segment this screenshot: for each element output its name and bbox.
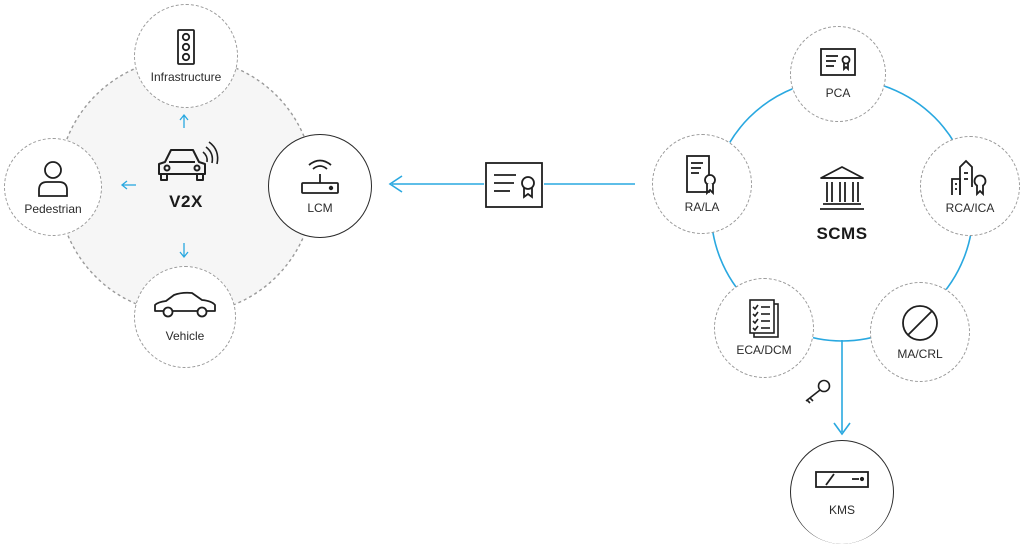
eca-dcm-label: ECA/DCM [736, 343, 792, 357]
node-ra-la[interactable]: RA/LA [652, 134, 752, 234]
traffic-light-icon [174, 28, 198, 66]
ra-la-label: RA/LA [684, 200, 720, 214]
lcm-label: LCM [307, 201, 333, 215]
node-pca[interactable]: PCA [790, 26, 886, 122]
hsm-icon [814, 469, 870, 491]
arrow-down-vehicle [179, 243, 189, 259]
node-kms[interactable]: KMS [790, 440, 894, 544]
key-icon [802, 378, 834, 404]
v2x-center: V2X [146, 138, 226, 228]
person-icon [35, 158, 71, 198]
rca-ica-label: RCA/ICA [945, 201, 995, 215]
node-infrastructure[interactable]: Infrastructure [134, 4, 238, 108]
pedestrian-label: Pedestrian [24, 202, 82, 216]
kms-label: KMS [828, 502, 855, 517]
arrowhead-lcm [388, 175, 403, 193]
scms-center: SCMS [802, 164, 882, 254]
router-icon [298, 157, 342, 197]
no-entry-icon [900, 303, 940, 343]
certificate-icon [820, 48, 856, 76]
car-side-icon [152, 291, 218, 319]
node-rca-ica[interactable]: RCA/ICA [920, 136, 1020, 236]
infrastructure-label: Infrastructure [150, 70, 222, 84]
city-certificate-icon [950, 157, 990, 197]
pca-label: PCA [825, 86, 851, 100]
vehicle-label: Vehicle [165, 329, 205, 343]
node-ma-crl[interactable]: MA/CRL [870, 282, 970, 382]
node-vehicle[interactable]: Vehicle [134, 266, 236, 368]
bank-icon [817, 164, 867, 212]
arrow-left-pedestrian [120, 180, 136, 190]
certificate-on-connector [484, 161, 544, 209]
scms-label: SCMS [816, 224, 868, 243]
arrow-up-infrastructure [179, 113, 189, 128]
tablet-certificate-icon [685, 154, 719, 196]
node-pedestrian[interactable]: Pedestrian [4, 138, 102, 236]
checklist-icon [747, 299, 781, 339]
arrowhead-kms [833, 422, 851, 436]
v2x-label: V2X [169, 192, 203, 211]
car-front-icon [151, 138, 221, 190]
certificate-icon [484, 161, 544, 209]
node-lcm[interactable]: LCM [268, 134, 372, 238]
node-eca-dcm[interactable]: ECA/DCM [714, 278, 814, 378]
ma-crl-label: MA/CRL [897, 347, 943, 361]
